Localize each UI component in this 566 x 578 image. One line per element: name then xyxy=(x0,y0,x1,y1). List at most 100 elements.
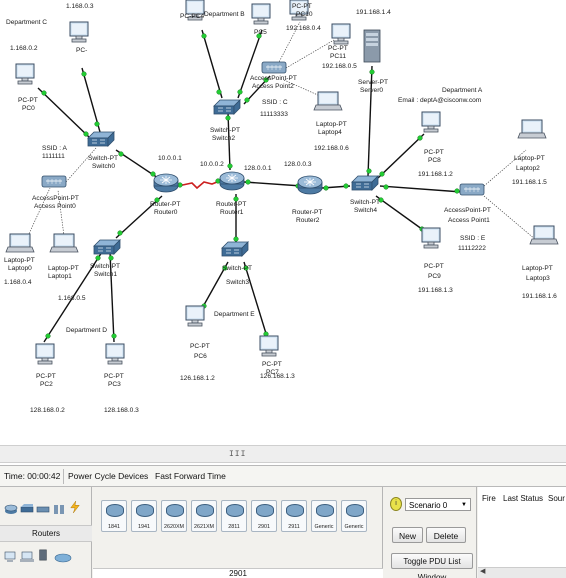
chevron-left-icon[interactable]: ◀ xyxy=(480,568,486,575)
pc-icon[interactable] xyxy=(4,551,18,563)
pc0-ip: 1.168.0.2 xyxy=(10,45,38,52)
pc11-name: PC11 xyxy=(330,53,346,60)
server0-icon[interactable] xyxy=(363,29,381,63)
delete-scenario-button[interactable]: Delete xyxy=(426,527,466,543)
cloud-icon[interactable] xyxy=(54,551,72,563)
dept-d-label: Department D xyxy=(66,327,107,334)
switch4-icon[interactable] xyxy=(351,175,379,191)
fast-forward-button[interactable]: Fast Forward Time xyxy=(155,471,226,481)
pc7-icon[interactable] xyxy=(259,335,279,357)
link-pc4-switch2 xyxy=(201,29,223,99)
pc4-label: PC-PC4 xyxy=(180,13,205,20)
model-2911[interactable]: 2911 xyxy=(281,500,307,532)
ssid-c-key: 11113333 xyxy=(260,111,288,118)
router2-icon[interactable] xyxy=(297,175,323,195)
switch3-type: Switch-PT xyxy=(222,265,252,272)
pdu-list-scrollbar[interactable]: ◀ xyxy=(478,567,566,578)
pc2-ip: 128.168.0.2 xyxy=(30,407,65,414)
model-2621xm[interactable]: 2621XM xyxy=(191,500,217,532)
power-cycle-button[interactable]: Power Cycle Devices xyxy=(68,471,149,481)
col-source[interactable]: Sour xyxy=(548,494,565,503)
workspace-scrollbar[interactable]: III xyxy=(0,445,566,463)
laptop2-ip: 191.168.1.5 xyxy=(512,179,547,186)
model-generic-2[interactable]: Generic xyxy=(341,500,367,532)
laptop3-icon[interactable] xyxy=(529,225,559,245)
laptop3-type: Laptop-PT xyxy=(522,265,553,272)
pc3-name: PC3 xyxy=(108,381,121,388)
laptop0-icon[interactable] xyxy=(5,233,35,253)
laptop0-name: Laptop0 xyxy=(8,265,32,272)
router1-name: Router1 xyxy=(220,209,244,216)
switch1-icon[interactable] xyxy=(93,239,121,255)
toggle-pdu-list-button[interactable]: Toggle PDU List Window xyxy=(391,553,473,578)
laptop3-name: Laptop3 xyxy=(526,275,550,282)
dept-a-email: Email : deptA@cisconw.com xyxy=(398,97,482,104)
router0-icon[interactable] xyxy=(153,173,179,193)
hub-icon[interactable] xyxy=(36,503,50,515)
pc0-name: PC0 xyxy=(22,105,35,112)
wireless-icon[interactable] xyxy=(52,503,66,515)
laptop-icon[interactable] xyxy=(20,551,34,563)
pc8-type: PC-PT xyxy=(424,149,444,156)
laptop2-name: Laptop2 xyxy=(516,165,540,172)
laptop1-type: Laptop-PT xyxy=(48,265,79,272)
model-1941[interactable]: 1941 xyxy=(131,500,157,532)
model-caption: 2901 xyxy=(93,568,383,578)
scenario-select[interactable]: Scenario 0 ▼ xyxy=(405,498,471,511)
model-1841[interactable]: 1841 xyxy=(101,500,127,532)
pc1-icon[interactable] xyxy=(69,21,89,43)
model-2811[interactable]: 2811 xyxy=(221,500,247,532)
pc3-icon[interactable] xyxy=(105,343,125,365)
info-icon[interactable]: i xyxy=(390,497,402,511)
link-router1-router2 xyxy=(243,181,303,187)
pc0-icon[interactable] xyxy=(15,63,35,85)
pc2-icon[interactable] xyxy=(35,343,55,365)
scrollbar-grip[interactable]: III xyxy=(229,450,247,459)
pc10-type: PC-PT xyxy=(292,3,312,10)
ssid-c: SSID : C xyxy=(262,99,288,106)
router1-ip2: 128.0.0.1 xyxy=(244,165,272,172)
switch2-type: Switch-PT xyxy=(210,127,240,134)
pc8-icon[interactable] xyxy=(421,111,441,133)
links xyxy=(27,21,537,343)
switch3-icon[interactable] xyxy=(221,241,249,257)
router-icon[interactable] xyxy=(4,503,18,515)
ssid-a: SSID : A xyxy=(42,145,68,152)
access-point0-icon[interactable] xyxy=(41,175,67,188)
router1-icon[interactable] xyxy=(219,171,245,191)
col-last-status[interactable]: Last Status xyxy=(503,494,544,503)
col-fire[interactable]: Fire xyxy=(482,494,496,503)
model-generic-1[interactable]: Generic xyxy=(311,500,337,532)
router2-ip: 128.0.0.3 xyxy=(284,161,312,168)
realtime-bar: Time: 00:00:42 Power Cycle Devices Fast … xyxy=(0,465,566,487)
switch2-icon[interactable] xyxy=(213,99,241,115)
model-2901[interactable]: 2901 xyxy=(251,500,277,532)
switch-icon[interactable] xyxy=(20,503,34,515)
pc6-icon[interactable] xyxy=(185,305,205,327)
pc5-label: PC5 xyxy=(254,29,267,36)
lightning-icon[interactable] xyxy=(68,501,82,513)
switch0-icon[interactable] xyxy=(87,131,115,147)
ap0-name: Access Point0 xyxy=(34,203,76,210)
laptop4-icon[interactable] xyxy=(313,91,343,111)
laptop1-icon[interactable] xyxy=(49,233,79,253)
wireless-laptop0 xyxy=(27,187,51,237)
server-icon[interactable] xyxy=(36,549,50,561)
logical-workspace[interactable]: Department C 1.168.0.3 PC- 1.168.0.2 PC-… xyxy=(0,0,566,445)
router2-name: Router2 xyxy=(296,217,320,224)
pc9-icon[interactable] xyxy=(421,227,441,249)
pc11-icon[interactable] xyxy=(331,23,351,45)
laptop2-icon[interactable] xyxy=(517,119,547,139)
category-label: Routers xyxy=(0,525,92,542)
new-scenario-button[interactable]: New xyxy=(392,527,423,543)
access-point1-icon[interactable] xyxy=(459,183,485,196)
link-server0-switch4 xyxy=(367,65,373,177)
router-glyph-icon xyxy=(136,504,154,517)
pc5-icon[interactable] xyxy=(251,3,271,25)
pc0-type: PC-PT xyxy=(18,97,38,104)
access-point2-icon[interactable] xyxy=(261,61,287,74)
topology-canvas[interactable]: Department C 1.168.0.3 PC- 1.168.0.2 PC-… xyxy=(0,0,566,445)
laptop4-name: Laptop4 xyxy=(318,129,342,136)
model-2620xm[interactable]: 2620XM xyxy=(161,500,187,532)
